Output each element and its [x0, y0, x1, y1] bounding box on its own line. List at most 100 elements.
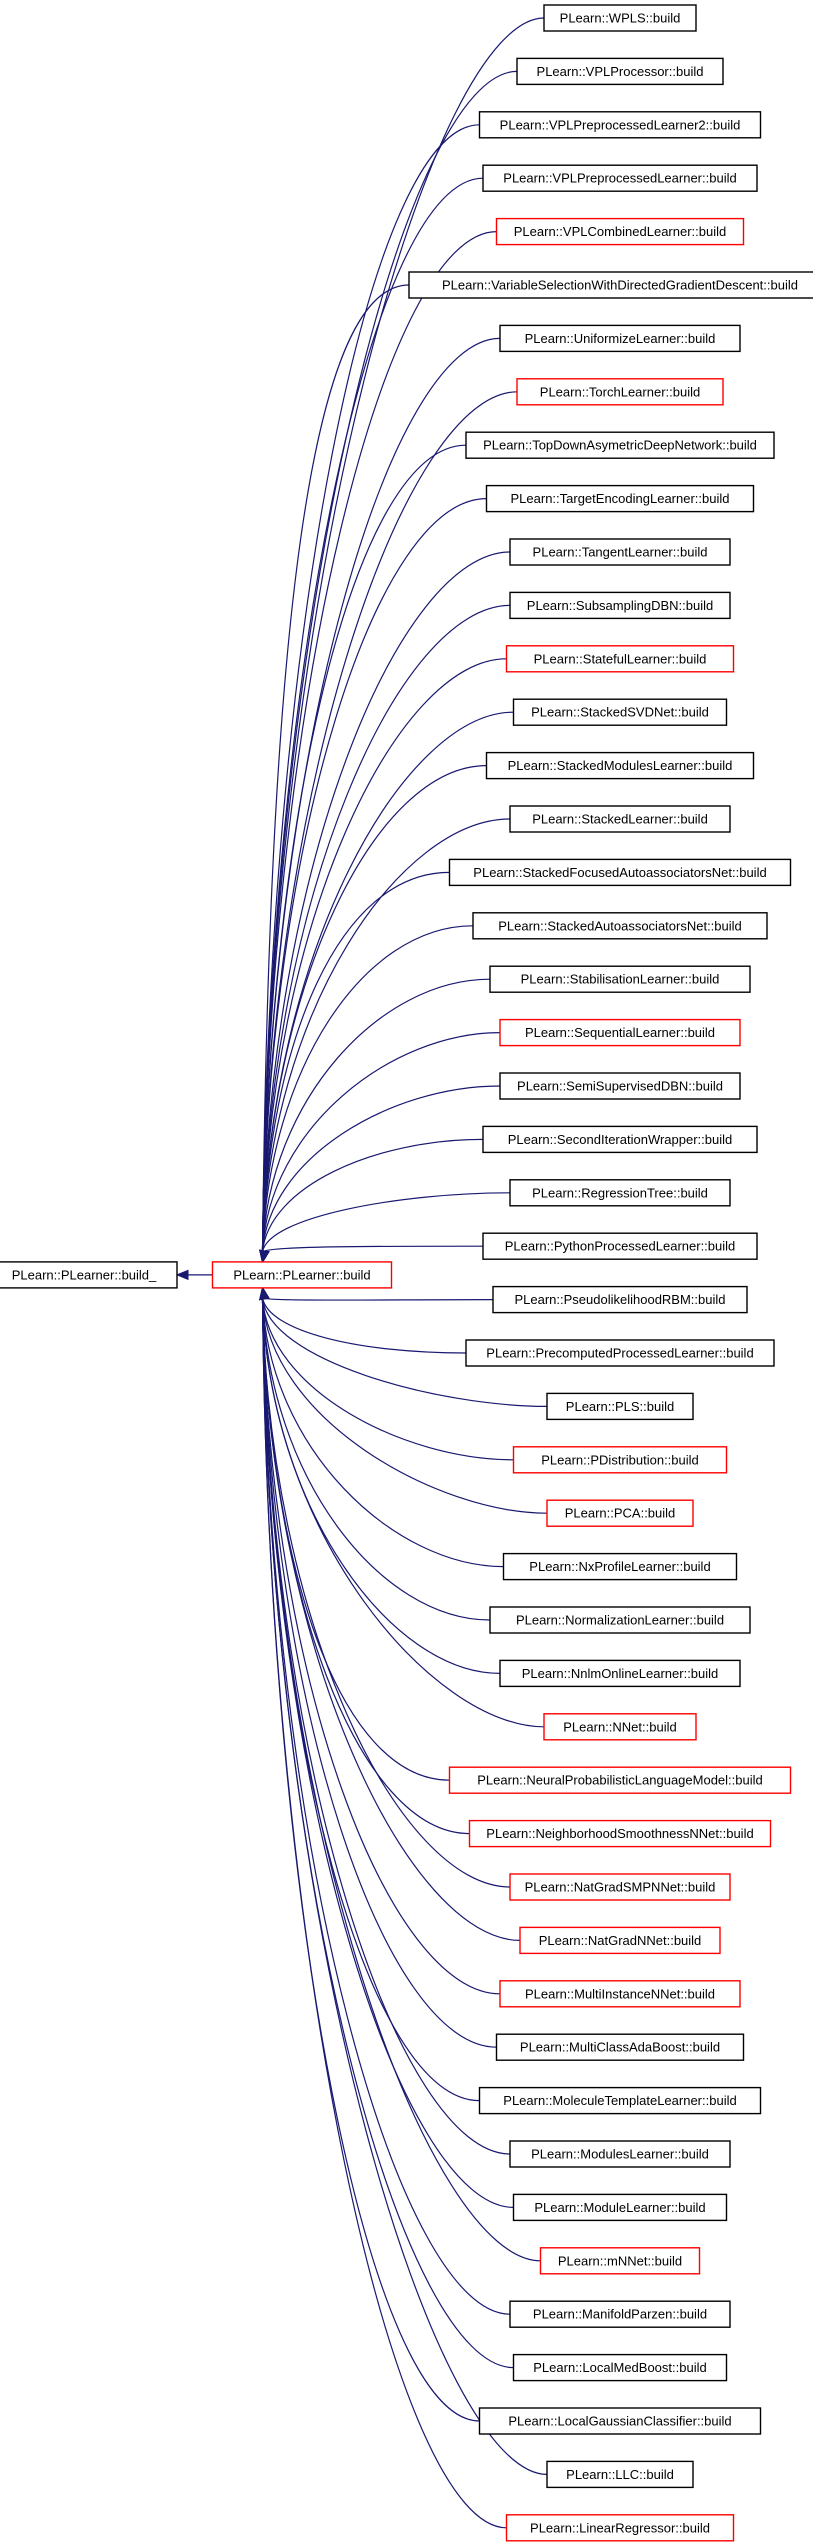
node-stacked-svdnet-build-label: PLearn::StackedSVDNet::build	[531, 705, 709, 720]
node-nat-grad-smpnnet-build-box	[509, 1873, 731, 1901]
node-vplpreprocessed-learner-build[interactable]: PLearn::VPLPreprocessedLearner::build	[482, 164, 758, 192]
node-stacked-focused-autoassociators-net-build-box	[448, 858, 792, 887]
edge-stacked-autoassociators-net-build	[261, 925, 474, 1252]
node-stacked-modules-learner-build[interactable]: PLearn::StackedModulesLearner::build	[485, 751, 755, 780]
nodes-layer: PLearn::PLearner::build PLearn::PLearner:…	[0, 4, 813, 2542]
node-second-iteration-wrapper-build[interactable]: PLearn::SecondIterationWrapper::build	[482, 1125, 758, 1154]
node-precomputed-processed-learner-build[interactable]: PLearn::PrecomputedProcessedLearner::bui…	[465, 1339, 775, 1367]
node-module-learner-build[interactable]: PLearn::ModuleLearner::build	[512, 2193, 728, 2222]
node-module-learner-build-label: PLearn::ModuleLearner::build	[534, 2200, 705, 2215]
node-second-iteration-wrapper-build-box	[482, 1125, 758, 1154]
node-subsampling-dbn-build[interactable]: PLearn::SubsamplingDBN::build	[509, 591, 731, 620]
node-nat-grad-smpnnet-build[interactable]: PLearn::NatGradSMPNNet::build	[509, 1873, 731, 1901]
edge-python-processed-learner-build-arrowhead	[259, 1249, 270, 1264]
edge-multi-class-ada-boost-build	[261, 1297, 497, 2048]
node-nat-grad-nnet-build-label: PLearn::NatGradNNet::build	[539, 1933, 702, 1948]
edge-pca-build	[261, 1297, 548, 1514]
node-uniformize-learner-build[interactable]: PLearn::UniformizeLearner::build	[499, 324, 741, 353]
edge-sequential-learner-build	[261, 1032, 501, 1252]
node-stacked-learner-build-box	[509, 805, 731, 833]
node-neighborhood-smoothness-nnet-build[interactable]: PLearn::NeighborhoodSmoothnessNNet::buil…	[468, 1819, 772, 1848]
node-target-encoding-learner-build[interactable]: PLearn::TargetEncodingLearner::build	[485, 484, 755, 513]
node-nnlm-online-learner-build[interactable]: PLearn::NnlmOnlineLearner::build	[499, 1659, 741, 1688]
node-multi-class-ada-boost-build-label: PLearn::MultiClassAdaBoost::build	[520, 2040, 720, 2055]
node-nx-profile-learner-build[interactable]: PLearn::NxProfileLearner::build	[502, 1552, 738, 1581]
node-manifold-parzen-build-box	[509, 2300, 731, 2328]
root-node[interactable]: PLearn::PLearner::build_	[0, 1261, 178, 1289]
node-precomputed-processed-learner-build-label: PLearn::PrecomputedProcessedLearner::bui…	[486, 1346, 753, 1361]
node-pdistribution-build-label: PLearn::PDistribution::build	[541, 1452, 699, 1467]
node-stacked-modules-learner-build-box	[485, 751, 755, 780]
node-m-nnet-build[interactable]: PLearn::mNNet::build	[539, 2247, 701, 2275]
node-stateful-learner-build-box	[505, 645, 735, 673]
node-stateful-learner-build[interactable]: PLearn::StatefulLearner::build	[505, 645, 735, 673]
node-modules-learner-build[interactable]: PLearn::ModulesLearner::build	[509, 2140, 731, 2168]
node-module-learner-build-box	[512, 2193, 728, 2222]
node-llc-build-box	[546, 2460, 694, 2489]
node-stabilisation-learner-build[interactable]: PLearn::StabilisationLearner::build	[489, 965, 751, 993]
node-pls-build[interactable]: PLearn::PLS::build	[546, 1392, 694, 1421]
node-variable-selection-with-directed-gradient-descent-build[interactable]: PLearn::VariableSelectionWithDirectedGra…	[408, 271, 813, 299]
node-semi-supervised-dbn-build[interactable]: PLearn::SemiSupervisedDBN::build	[499, 1072, 741, 1100]
node-neural-probabilistic-language-model-build[interactable]: PLearn::NeuralProbabilisticLanguageModel…	[448, 1766, 792, 1794]
node-multi-instance-nnet-build[interactable]: PLearn::MultiInstanceNNet::build	[499, 1980, 741, 2008]
node-stacked-focused-autoassociators-net-build[interactable]: PLearn::StackedFocusedAutoassociatorsNet…	[448, 858, 792, 887]
node-tangent-learner-build-box	[509, 538, 731, 566]
node-nnet-build[interactable]: PLearn::NNet::build	[543, 1713, 697, 1741]
node-torch-learner-build-box	[516, 378, 724, 406]
node-regression-tree-build[interactable]: PLearn::RegressionTree::build	[509, 1179, 731, 1207]
node-linear-regressor-build-box	[505, 2514, 735, 2542]
node-pdistribution-build[interactable]: PLearn::PDistribution::build	[512, 1446, 728, 1474]
node-stacked-learner-build[interactable]: PLearn::StackedLearner::build	[509, 805, 731, 833]
node-semi-supervised-dbn-build-box	[499, 1072, 741, 1100]
node-tangent-learner-build-label: PLearn::TangentLearner::build	[533, 545, 708, 560]
node-molecule-template-learner-build-box	[478, 2086, 762, 2115]
node-local-med-boost-build-label: PLearn::LocalMedBoost::build	[533, 2360, 706, 2375]
root-node-box	[0, 1261, 178, 1289]
node-stacked-svdnet-build-box	[512, 698, 728, 726]
node-tangent-learner-build[interactable]: PLearn::TangentLearner::build	[509, 538, 731, 566]
node-vplpreprocessed-learner2-build[interactable]: PLearn::VPLPreprocessedLearner2::build	[478, 111, 762, 139]
edge-nx-profile-learner-build	[261, 1297, 504, 1568]
node-vplprocessor-build[interactable]: PLearn::VPLProcessor::build	[516, 57, 724, 86]
node-stacked-autoassociators-net-build[interactable]: PLearn::StackedAutoassociatorsNet::build	[472, 912, 768, 940]
node-linear-regressor-build[interactable]: PLearn::LinearRegressor::build	[505, 2514, 735, 2542]
node-manifold-parzen-build[interactable]: PLearn::ManifoldParzen::build	[509, 2300, 731, 2328]
node-regression-tree-build-box	[509, 1179, 731, 1207]
edge-m-nnet-build	[261, 1297, 541, 2262]
node-normalization-learner-build-box	[489, 1606, 751, 1634]
node-normalization-learner-build[interactable]: PLearn::NormalizationLearner::build	[489, 1606, 751, 1634]
node-multi-class-ada-boost-build[interactable]: PLearn::MultiClassAdaBoost::build	[495, 2033, 745, 2061]
node-nat-grad-nnet-build[interactable]: PLearn::NatGradNNet::build	[519, 1926, 721, 1955]
edge-nat-grad-nnet-build	[261, 1297, 521, 1941]
edge-subsampling-dbn-build	[261, 604, 511, 1252]
node-local-med-boost-build[interactable]: PLearn::LocalMedBoost::build	[512, 2353, 728, 2382]
node-variable-selection-with-directed-gradient-descent-build-box	[408, 271, 813, 299]
node-wpls-build-label: PLearn::WPLS::build	[560, 11, 681, 26]
node-sequential-learner-build[interactable]: PLearn::SequentialLearner::build	[499, 1018, 741, 1047]
node-vplcombined-learner-build-label: PLearn::VPLCombinedLearner::build	[514, 224, 726, 239]
node-stacked-svdnet-build[interactable]: PLearn::StackedSVDNet::build	[512, 698, 728, 726]
node-llc-build[interactable]: PLearn::LLC::build	[546, 2460, 694, 2489]
node-pca-build-box	[546, 1499, 694, 1527]
node-pca-build[interactable]: PLearn::PCA::build	[546, 1499, 694, 1527]
node-local-gaussian-classifier-build[interactable]: PLearn::LocalGaussianClassifier::build	[478, 2407, 762, 2435]
node-molecule-template-learner-build[interactable]: PLearn::MoleculeTemplateLearner::build	[478, 2086, 762, 2115]
node-vplprocessor-build-label: PLearn::VPLProcessor::build	[537, 64, 704, 79]
node-pseudolikelihood-rbm-build[interactable]: PLearn::PseudolikelihoodRBM::build	[492, 1285, 748, 1314]
center-node[interactable]: PLearn::PLearner::build	[211, 1261, 393, 1289]
node-neighborhood-smoothness-nnet-build-box	[468, 1819, 772, 1848]
node-nnet-build-box	[543, 1713, 697, 1741]
node-wpls-build[interactable]: PLearn::WPLS::build	[543, 4, 697, 32]
node-top-down-asymetric-deep-network-build-label: PLearn::TopDownAsymetricDeepNetwork::bui…	[483, 438, 757, 453]
node-neighborhood-smoothness-nnet-build-label: PLearn::NeighborhoodSmoothnessNNet::buil…	[486, 1826, 753, 1841]
node-python-processed-learner-build[interactable]: PLearn::PythonProcessedLearner::build	[482, 1232, 758, 1260]
node-modules-learner-build-label: PLearn::ModulesLearner::build	[531, 2147, 709, 2162]
node-vplcombined-learner-build[interactable]: PLearn::VPLCombinedLearner::build	[495, 217, 745, 246]
node-local-gaussian-classifier-build-box	[478, 2407, 762, 2435]
node-torch-learner-build[interactable]: PLearn::TorchLearner::build	[516, 378, 724, 406]
node-stacked-autoassociators-net-build-label: PLearn::StackedAutoassociatorsNet::build	[498, 918, 742, 933]
node-top-down-asymetric-deep-network-build[interactable]: PLearn::TopDownAsymetricDeepNetwork::bui…	[465, 431, 775, 459]
node-stabilisation-learner-build-box	[489, 965, 751, 993]
edge-center-to-root-arrowhead	[175, 1269, 189, 1281]
